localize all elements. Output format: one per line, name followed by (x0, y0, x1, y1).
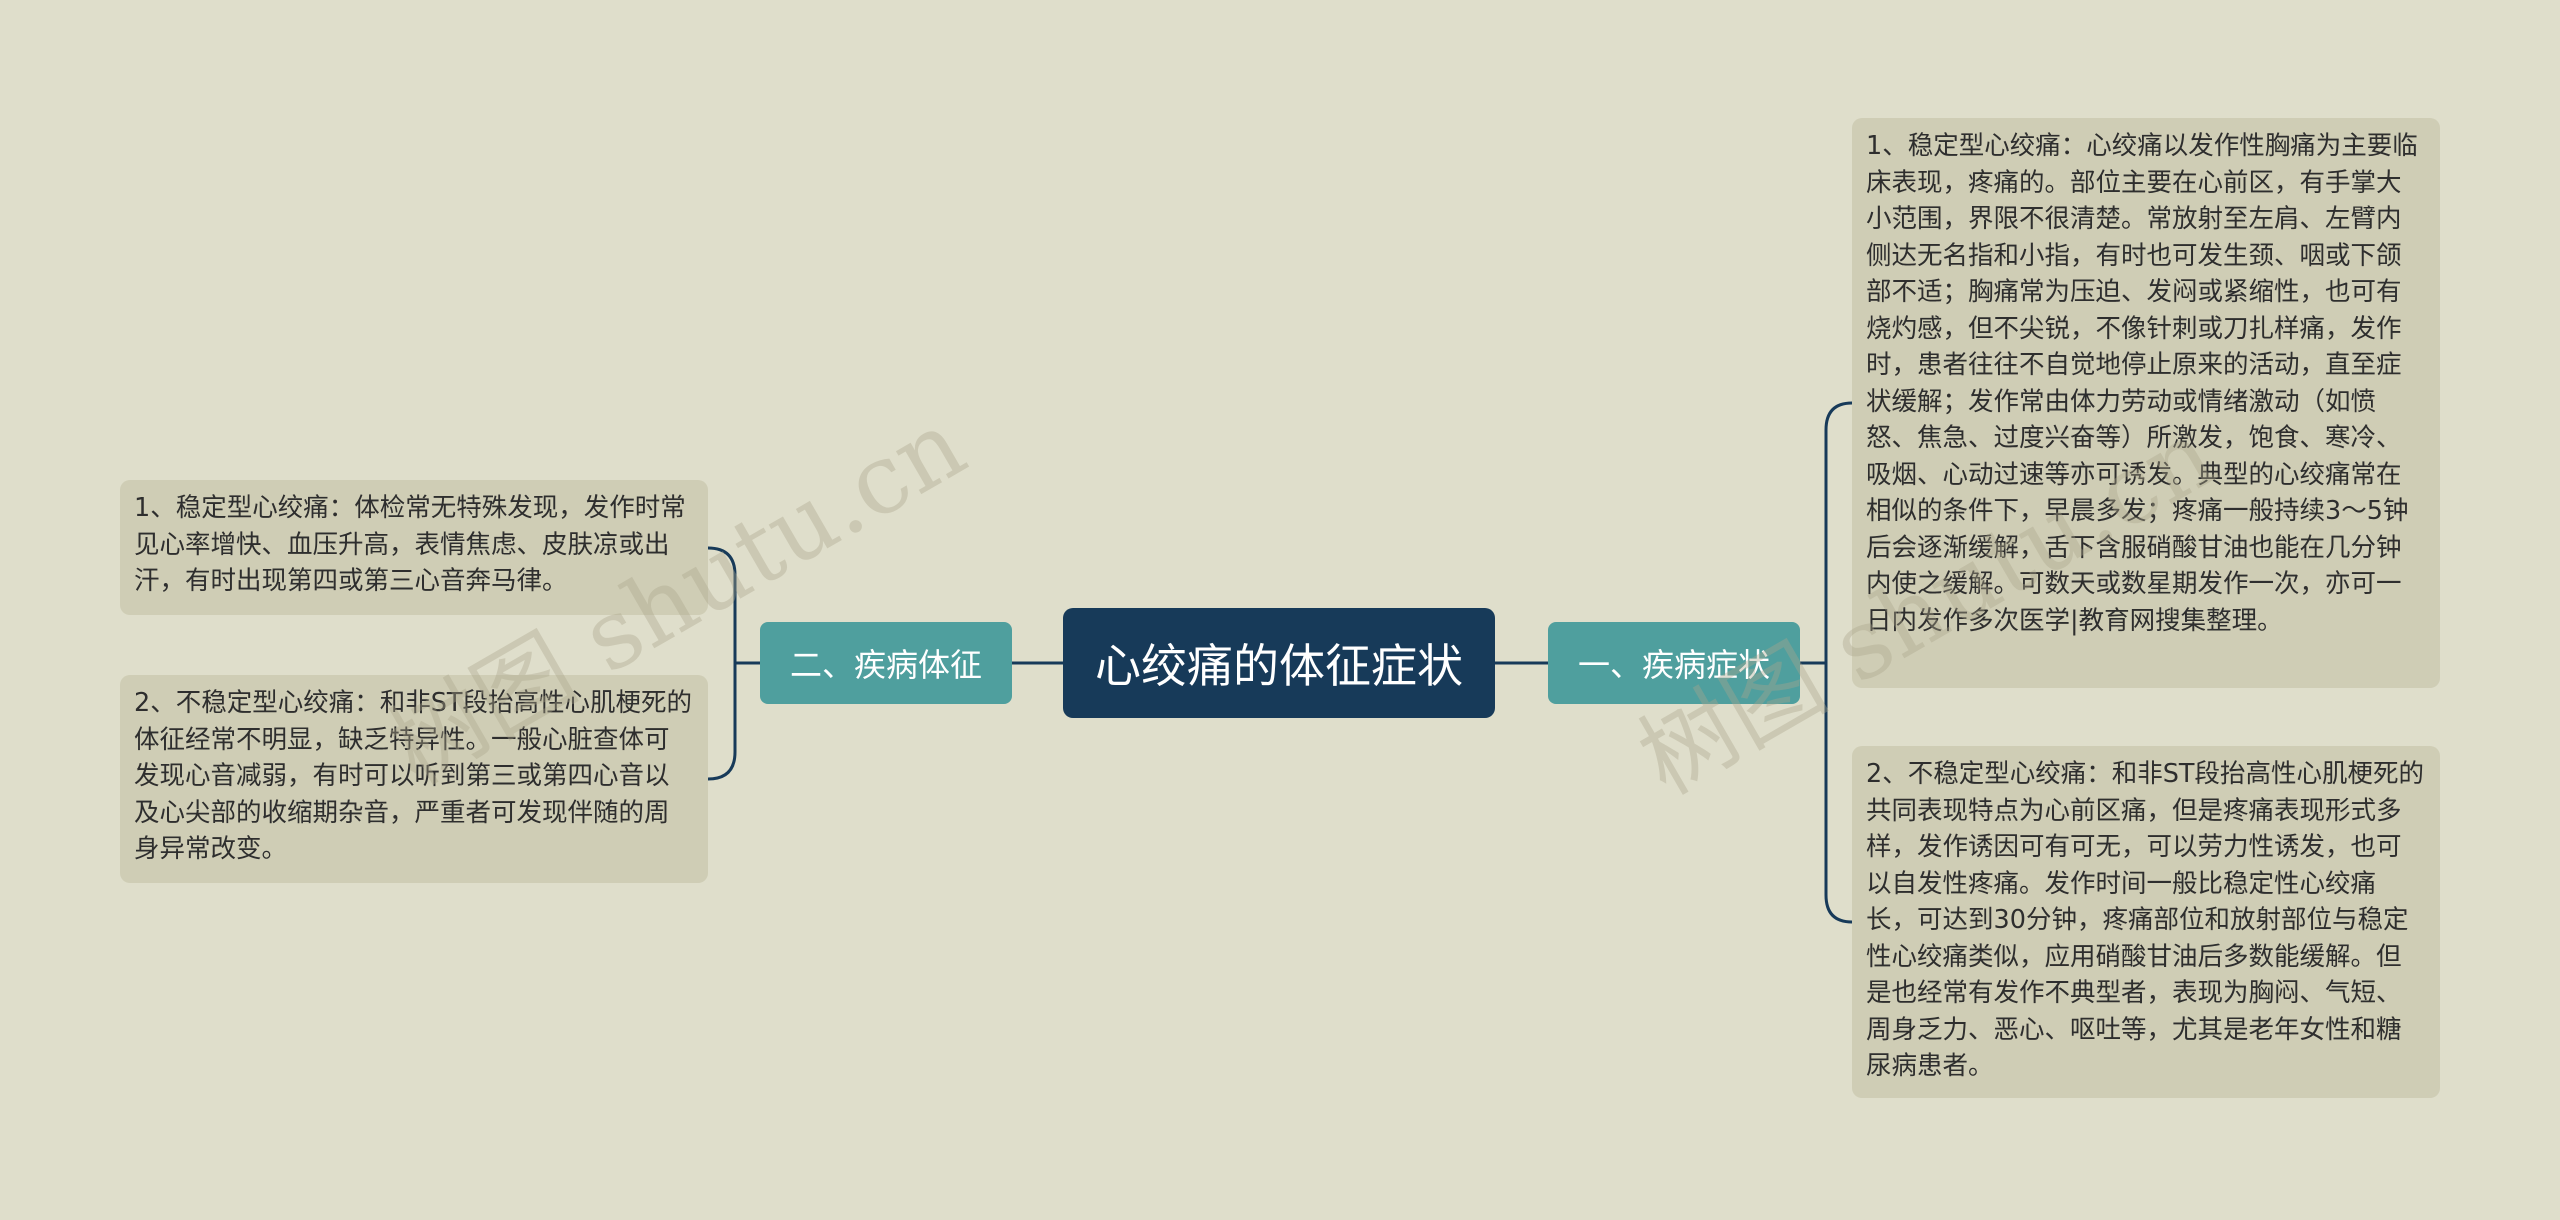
branch-node-symptoms[interactable]: 一、疾病症状 (1548, 622, 1800, 704)
leaf-text: 1、稳定型心绞痛：体检常无特殊发现，发作时常见心率增快、血压升高，表情焦虑、皮肤… (134, 493, 686, 596)
connector-right-bracket (1824, 401, 1853, 924)
branch-label-symptoms: 一、疾病症状 (1577, 646, 1770, 684)
leaf-text: 1、稳定型心绞痛：心绞痛以发作性胸痛为主要临床表现，疼痛的。部位主要在心前区，有… (1866, 131, 2418, 636)
root-label: 心绞痛的体征症状 (1095, 639, 1463, 693)
leaf-node-symptoms-stable[interactable]: 1、稳定型心绞痛：心绞痛以发作性胸痛为主要临床表现，疼痛的。部位主要在心前区，有… (1852, 118, 2440, 688)
leaf-node-signs-stable[interactable]: 1、稳定型心绞痛：体检常无特殊发现，发作时常见心率增快、血压升高，表情焦虑、皮肤… (120, 480, 708, 615)
root-node[interactable]: 心绞痛的体征症状 (1063, 608, 1495, 718)
leaf-text: 2、不稳定型心绞痛：和非ST段抬高性心肌梗死的共同表现特点为心前区痛，但是疼痛表… (1866, 759, 2424, 1081)
branch-node-signs[interactable]: 二、疾病体征 (760, 622, 1012, 704)
leaf-text: 2、不稳定型心绞痛：和非ST段抬高性心肌梗死的体征经常不明显，缺乏特异性。一般心… (134, 688, 692, 864)
leaf-node-symptoms-unstable[interactable]: 2、不稳定型心绞痛：和非ST段抬高性心肌梗死的共同表现特点为心前区痛，但是疼痛表… (1852, 746, 2440, 1098)
connector-left-bracket (707, 546, 737, 781)
leaf-node-signs-unstable[interactable]: 2、不稳定型心绞痛：和非ST段抬高性心肌梗死的体征经常不明显，缺乏特异性。一般心… (120, 675, 708, 883)
branch-label-signs: 二、疾病体征 (789, 646, 982, 684)
